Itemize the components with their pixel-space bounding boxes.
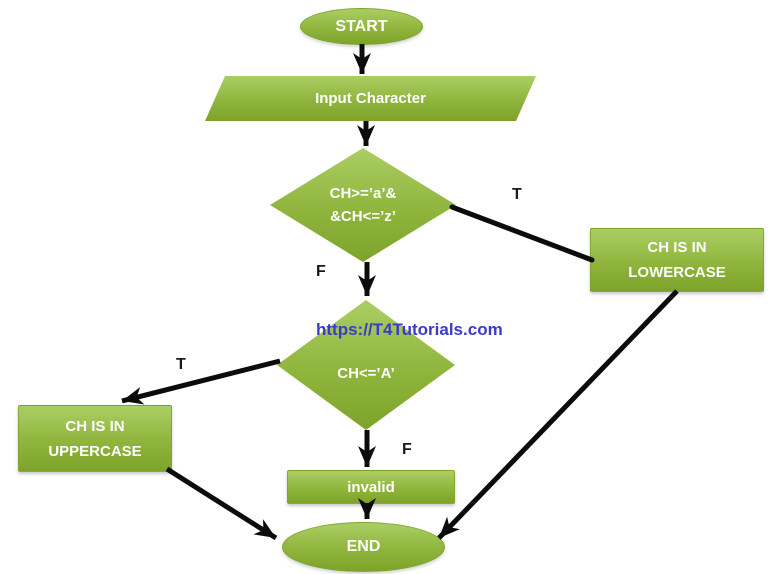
node-decision-lowercase: CH>=’a’& &CH<=’z’ bbox=[270, 148, 456, 262]
node-end: END bbox=[282, 522, 445, 572]
node-start-label: START bbox=[335, 17, 388, 35]
node-lowercase-result: CH IS IN LOWERCASE bbox=[590, 228, 764, 292]
edge-label-decision1-false: F bbox=[316, 263, 326, 280]
lowercase-line2: LOWERCASE bbox=[628, 264, 726, 281]
decision2-label: CH<=’A’ bbox=[337, 364, 395, 382]
node-input-character: Input Character bbox=[205, 76, 536, 121]
uppercase-line2: UPPERCASE bbox=[48, 442, 142, 460]
edge-label-decision1-true: T bbox=[512, 186, 522, 203]
node-start: START bbox=[300, 8, 423, 45]
edge-uppercase-to-end bbox=[165, 466, 278, 541]
node-uppercase-result: CH IS IN UPPERCASE bbox=[18, 405, 172, 472]
decision1-line1: CH>=’a’& bbox=[329, 185, 397, 202]
watermark-url: https://T4Tutorials.com bbox=[316, 320, 503, 339]
uppercase-line1: CH IS IN bbox=[65, 417, 125, 435]
edge-decision1-true-to-lowercase bbox=[449, 204, 595, 263]
node-end-label: END bbox=[346, 538, 381, 555]
node-input-label: Input Character bbox=[315, 90, 426, 107]
edge-label-decision2-false: F bbox=[402, 441, 412, 458]
decision1-line2: &CH<=’z’ bbox=[330, 208, 396, 225]
node-invalid: invalid bbox=[287, 470, 455, 504]
lowercase-line1: CH IS IN bbox=[647, 239, 707, 256]
invalid-label: invalid bbox=[347, 478, 395, 496]
edge-decision2-true-to-uppercase bbox=[121, 358, 281, 405]
edge-label-decision2-true: T bbox=[176, 356, 186, 373]
